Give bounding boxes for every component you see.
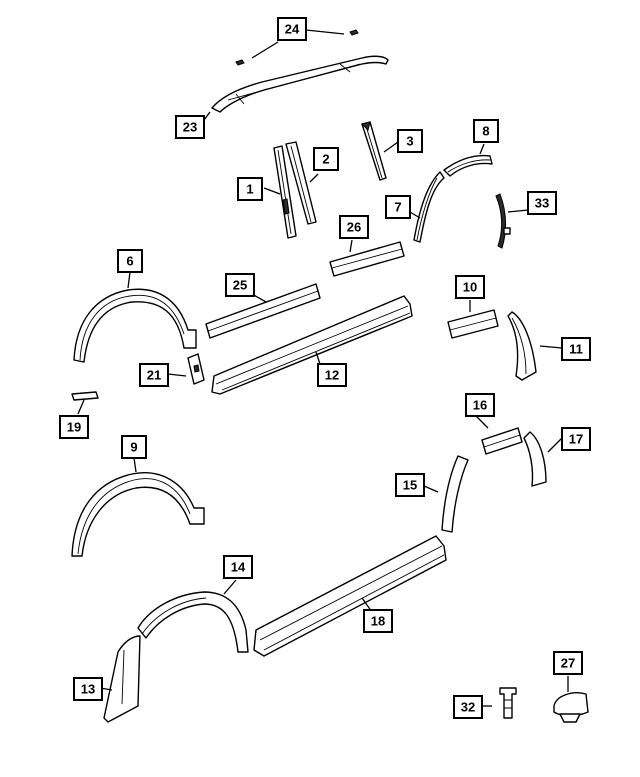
- callout-label-12: 12: [325, 368, 339, 383]
- callout-label-33: 33: [535, 196, 549, 211]
- callout-label-14: 14: [231, 560, 246, 575]
- callout-label-9: 9: [130, 440, 137, 455]
- callout-7: 7: [385, 195, 411, 219]
- part-quarter-flare-upper-alt: [481, 427, 523, 455]
- part-rear-flare-front: [413, 171, 445, 243]
- part-seal-strip: [495, 193, 511, 249]
- callout-10: 10: [455, 275, 485, 299]
- callout-25: 25: [225, 273, 255, 297]
- callout-24: 24: [277, 17, 307, 41]
- callout-15: 15: [395, 473, 425, 497]
- part-molding-end-cap: [187, 353, 205, 385]
- part-quarter-flare-upper: [447, 309, 499, 339]
- callout-14: 14: [223, 555, 253, 579]
- part-clip: [553, 692, 589, 723]
- callout-label-23: 23: [183, 120, 197, 135]
- callout-16: 16: [465, 393, 495, 417]
- callout-9: 9: [121, 435, 147, 459]
- callout-17: 17: [561, 427, 591, 451]
- callout-label-18: 18: [371, 614, 385, 629]
- callout-33: 33: [527, 191, 557, 215]
- callout-23: 23: [175, 115, 205, 139]
- callout-2: 2: [313, 147, 339, 171]
- callout-21: 21: [139, 363, 169, 387]
- callout-11: 11: [561, 337, 591, 361]
- callout-27: 27: [553, 651, 583, 675]
- part-quarter-flare-front-alt: [441, 455, 469, 533]
- part-rear-door-molding: [205, 283, 321, 339]
- callout-8: 8: [473, 119, 499, 143]
- callout-3: 3: [397, 129, 423, 153]
- callout-label-17: 17: [569, 432, 583, 447]
- part-rocker-molding: [211, 295, 413, 395]
- part-fascia-end: [103, 635, 141, 723]
- part-rocker-alt: [253, 535, 447, 657]
- callout-label-32: 32: [461, 700, 475, 715]
- part-rear-flare-upper: [443, 154, 493, 177]
- callout-26: 26: [339, 215, 369, 239]
- part-c-pillar-applique: [361, 121, 387, 181]
- callout-label-25: 25: [233, 278, 247, 293]
- callout-label-7: 7: [394, 200, 401, 215]
- part-front-door-molding: [329, 241, 405, 277]
- callout-19: 19: [59, 415, 89, 439]
- callout-label-10: 10: [463, 280, 477, 295]
- callout-1: 1: [237, 177, 263, 201]
- callout-label-26: 26: [347, 220, 361, 235]
- part-roof-rail: [211, 29, 389, 113]
- part-quarter-flare-rear: [507, 311, 537, 381]
- part-front-flare-alt: [71, 472, 205, 557]
- callout-label-3: 3: [406, 134, 413, 149]
- part-quarter-flare-rear-alt: [523, 431, 547, 487]
- callout-label-13: 13: [81, 682, 95, 697]
- callout-label-24: 24: [285, 22, 300, 37]
- callout-12: 12: [317, 363, 347, 387]
- part-b-pillar-applique: [273, 145, 297, 239]
- part-front-flare-third: [137, 591, 249, 653]
- callout-label-11: 11: [569, 342, 583, 357]
- callout-label-21: 21: [147, 368, 161, 383]
- callout-label-1: 1: [246, 182, 253, 197]
- callout-18: 18: [363, 609, 393, 633]
- part-front-wheel-flare: [73, 288, 197, 363]
- part-b-pillar-applique-rear: [285, 141, 317, 225]
- callout-32: 32: [453, 695, 483, 719]
- callout-label-2: 2: [322, 152, 329, 167]
- part-push-pin: [499, 687, 517, 719]
- callout-label-6: 6: [126, 254, 133, 269]
- callout-label-15: 15: [403, 478, 417, 493]
- callout-13: 13: [73, 677, 103, 701]
- callout-label-8: 8: [482, 124, 489, 139]
- callout-label-19: 19: [67, 420, 81, 435]
- callout-6: 6: [117, 249, 143, 273]
- callout-label-27: 27: [561, 656, 575, 671]
- part-flare-clip: [71, 391, 99, 401]
- callout-label-16: 16: [473, 398, 487, 413]
